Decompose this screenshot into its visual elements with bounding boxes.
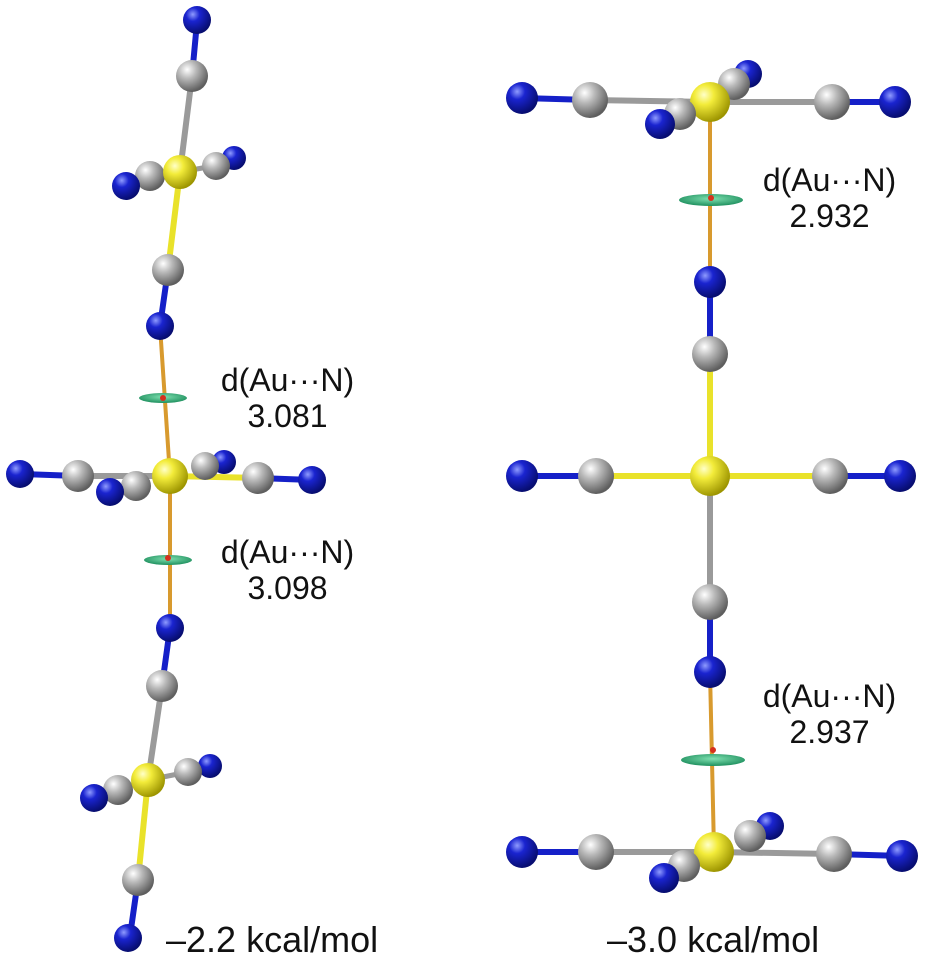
contact-distance: 3.081 bbox=[247, 398, 328, 434]
n-atom bbox=[80, 784, 108, 812]
c-atom bbox=[816, 836, 852, 872]
c-atom bbox=[572, 82, 608, 118]
c-atom bbox=[812, 458, 848, 494]
left-structure bbox=[6, 6, 326, 952]
au-atom bbox=[690, 82, 730, 122]
c-atom bbox=[202, 152, 230, 180]
right-structure bbox=[506, 60, 918, 893]
n-atom bbox=[694, 656, 726, 688]
contact-label-text: d(Au···N) bbox=[762, 678, 897, 714]
n-atom bbox=[112, 172, 140, 200]
au-atom bbox=[694, 832, 734, 872]
au-atom bbox=[131, 763, 165, 797]
c-atom bbox=[692, 584, 728, 620]
left-nci-surfaces bbox=[139, 393, 192, 565]
n-atom bbox=[649, 863, 679, 893]
right-nci-surfaces bbox=[679, 194, 745, 766]
c-atom bbox=[734, 820, 766, 852]
contact-distance: 2.937 bbox=[789, 714, 870, 750]
right-interaction-energy: –3.0 kcal/mol bbox=[607, 919, 820, 960]
contact-label-text: d(Au···N) bbox=[220, 534, 355, 570]
left-interaction-energy: –2.2 kcal/mol bbox=[166, 919, 379, 960]
n-atom bbox=[156, 614, 184, 642]
c-atom bbox=[814, 84, 850, 120]
n-atom bbox=[198, 754, 222, 778]
contact-label-text: d(Au···N) bbox=[762, 162, 897, 198]
right-top-contact-label: d(Au···N) 2.932 bbox=[742, 162, 917, 234]
n-atom bbox=[114, 924, 142, 952]
n-atom bbox=[886, 840, 918, 872]
n-atom bbox=[645, 109, 675, 139]
n-atom bbox=[6, 460, 34, 488]
n-atom bbox=[694, 266, 726, 298]
c-atom bbox=[121, 471, 151, 501]
c-atom bbox=[152, 254, 184, 286]
n-atom bbox=[879, 86, 911, 118]
au-atom bbox=[163, 155, 197, 189]
c-atom bbox=[103, 775, 133, 805]
c-atom bbox=[174, 758, 202, 786]
n-atom bbox=[298, 466, 326, 494]
left-atoms bbox=[6, 6, 326, 952]
right-atoms bbox=[506, 60, 918, 893]
n-atom bbox=[506, 460, 538, 492]
c-atom bbox=[146, 670, 178, 702]
contact-distance: 2.932 bbox=[789, 198, 870, 234]
n-atom bbox=[884, 460, 916, 492]
c-atom bbox=[692, 336, 728, 372]
contact-distance: 3.098 bbox=[247, 570, 328, 606]
c-atom bbox=[176, 60, 208, 92]
contact-label-text: d(Au···N) bbox=[220, 362, 355, 398]
au-atom bbox=[152, 458, 188, 494]
n-atom bbox=[506, 82, 538, 114]
c-atom bbox=[135, 161, 165, 191]
left-bottom-contact-label: d(Au···N) 3.098 bbox=[200, 534, 375, 606]
n-atom bbox=[506, 836, 538, 868]
n-atom bbox=[146, 312, 174, 340]
n-atom bbox=[183, 6, 211, 34]
c-atom bbox=[122, 864, 154, 896]
c-atom bbox=[242, 462, 274, 494]
n-atom bbox=[96, 478, 124, 506]
c-atom bbox=[578, 458, 614, 494]
left-top-contact-label: d(Au···N) 3.081 bbox=[200, 362, 375, 434]
au-atom bbox=[690, 456, 730, 496]
right-bottom-contact-label: d(Au···N) 2.937 bbox=[742, 678, 917, 750]
c-atom bbox=[578, 834, 614, 870]
c-atom bbox=[62, 460, 94, 492]
c-atom bbox=[191, 452, 219, 480]
